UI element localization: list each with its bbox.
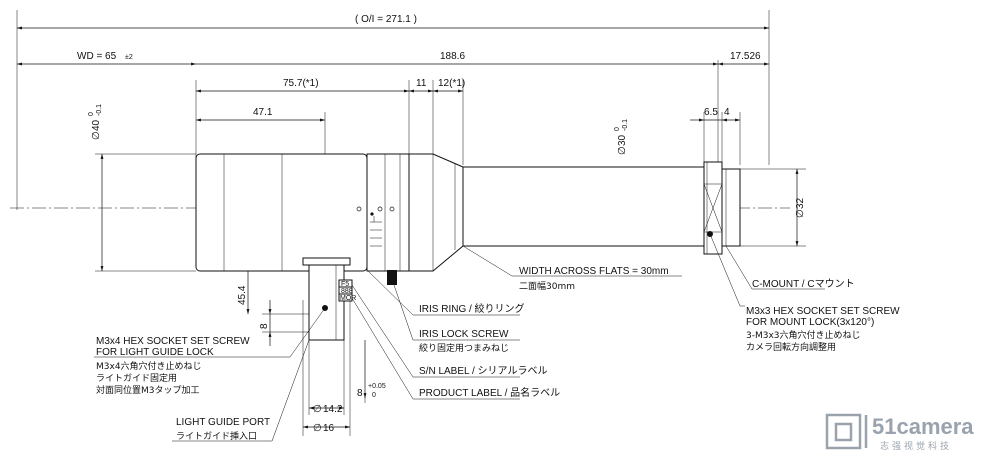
m3x3-callout-en1: M3x3 HEX SOCKET SET SCREW <box>746 306 900 317</box>
dia-30-tol-top: 0 <box>614 127 621 131</box>
wd-tolerance: ±2 <box>125 54 133 61</box>
iris-lock-knob-icon <box>387 270 397 285</box>
light-guide-port-callout-en: LIGHT GUIDE PORT <box>176 417 270 428</box>
m3x4-callout-en2: FOR LIGHT GUIDE LOCK <box>96 347 214 358</box>
port-8-tol-top: +0.05 <box>368 383 386 390</box>
label-tag-1: F5 <box>341 281 349 288</box>
label-tag-3: MOR <box>340 295 356 302</box>
flats-callout-jp: 二面幅30mm <box>519 280 575 292</box>
port-8-tol-bottom: 0 <box>372 392 376 399</box>
len-12-label: 12(*1) <box>438 78 465 89</box>
c-mount-thread <box>721 168 741 247</box>
label-tag-2: 888 <box>341 288 353 295</box>
m3x4-callout-jp2: ライトガイド固定用 <box>96 372 177 384</box>
light-guide-port <box>308 264 345 341</box>
dia-16-symbol: ∅ <box>313 423 322 434</box>
iris-ring-callout: IRIS RING / 絞りリング <box>419 302 525 315</box>
product-label-callout: PRODUCT LABEL / 品名ラベル <box>419 386 560 399</box>
dia-30-symbol: ∅ <box>617 146 628 155</box>
h-8-label: 8 <box>259 323 270 329</box>
dia-40-tol-top: 0 <box>88 112 95 116</box>
wd-label: WD = 65 <box>77 51 117 62</box>
len-11-label: 11 <box>416 78 427 89</box>
dia-32-label: 32 <box>795 197 806 209</box>
cmount-callout: C-MOUNT / Cマウント <box>752 278 855 290</box>
label-tags: F5 888 MOR <box>338 279 356 302</box>
dia-30-tol-bottom: -0.1 <box>622 119 629 131</box>
port-8-label: 8 <box>357 388 363 399</box>
m3x4-callout-en1: M3x4 HEX SOCKET SET SCREW <box>96 336 250 347</box>
m3x3-callout-en2: FOR MOUNT LOCK(3x120°) <box>746 317 874 328</box>
h-454-label: 45.4 <box>237 285 248 305</box>
overall-length-label: ( O/I = 271.1 ) <box>355 14 417 25</box>
dia-16-label: 16 <box>323 423 335 434</box>
dia-142-symbol: ∅ <box>313 404 322 415</box>
dia-32-symbol: ∅ <box>795 209 806 218</box>
len-47-label: 47.1 <box>253 107 273 118</box>
dia-142-label: 14.2 <box>323 404 343 415</box>
m3x3-callout-jp2: カメラ回転方向調整用 <box>746 341 836 353</box>
len-65-label: 6.5 <box>704 107 718 118</box>
watermark: 51camera 志强视觉科技 <box>825 413 974 452</box>
body-length-label: 188.6 <box>440 51 465 62</box>
dia-30-label: 30 <box>617 134 628 146</box>
dia-40-tol-bottom: -0.1 <box>96 104 103 116</box>
dimension-text: ( O/I = 271.1 ) WD = 65 ±2 188.6 17.526 … <box>77 14 806 434</box>
sn-label-callout: S/N LABEL / シリアルラベル <box>419 365 547 377</box>
flats-callout-en: WIDTH ACROSS FLATS = 30mm <box>519 266 669 277</box>
watermark-brand: 51camera <box>872 414 974 439</box>
watermark-logo-icon <box>825 413 868 450</box>
callout-text: WIDTH ACROSS FLATS = 30mm 二面幅30mm C-MOUN… <box>96 266 900 442</box>
rear-length-label: 17.526 <box>730 51 761 62</box>
lens-body: F5 888 MOR <box>195 153 741 341</box>
rear-barrel <box>462 166 705 247</box>
light-guide-port-collar <box>302 257 351 266</box>
front-barrel <box>195 153 368 272</box>
m3x4-callout-jp1: M3x4六角穴付き止めねじ <box>96 360 202 372</box>
len-4-label: 4 <box>724 107 730 118</box>
light-guide-port-callout-jp: ライトガイド挿入口 <box>176 430 257 442</box>
iris-ring <box>366 153 410 272</box>
iris-lock-callout-jp: 絞り固定用つまみねじ <box>419 342 509 354</box>
len-75-label: 75.7(*1) <box>283 78 319 89</box>
m3x4-callout-jp3: 対面同位置M3タップ加工 <box>96 384 200 396</box>
dia-40-symbol: ∅ <box>91 131 102 140</box>
dia-40-label: 40 <box>91 119 102 131</box>
m3x3-callout-jp1: 3-M3x3六角穴付き止めねじ <box>746 329 861 341</box>
watermark-tagline: 志强视觉科技 <box>880 440 952 452</box>
iris-lock-callout-en: IRIS LOCK SCREW <box>419 329 509 340</box>
iris-scale <box>356 206 395 247</box>
leader-lines <box>94 233 825 442</box>
